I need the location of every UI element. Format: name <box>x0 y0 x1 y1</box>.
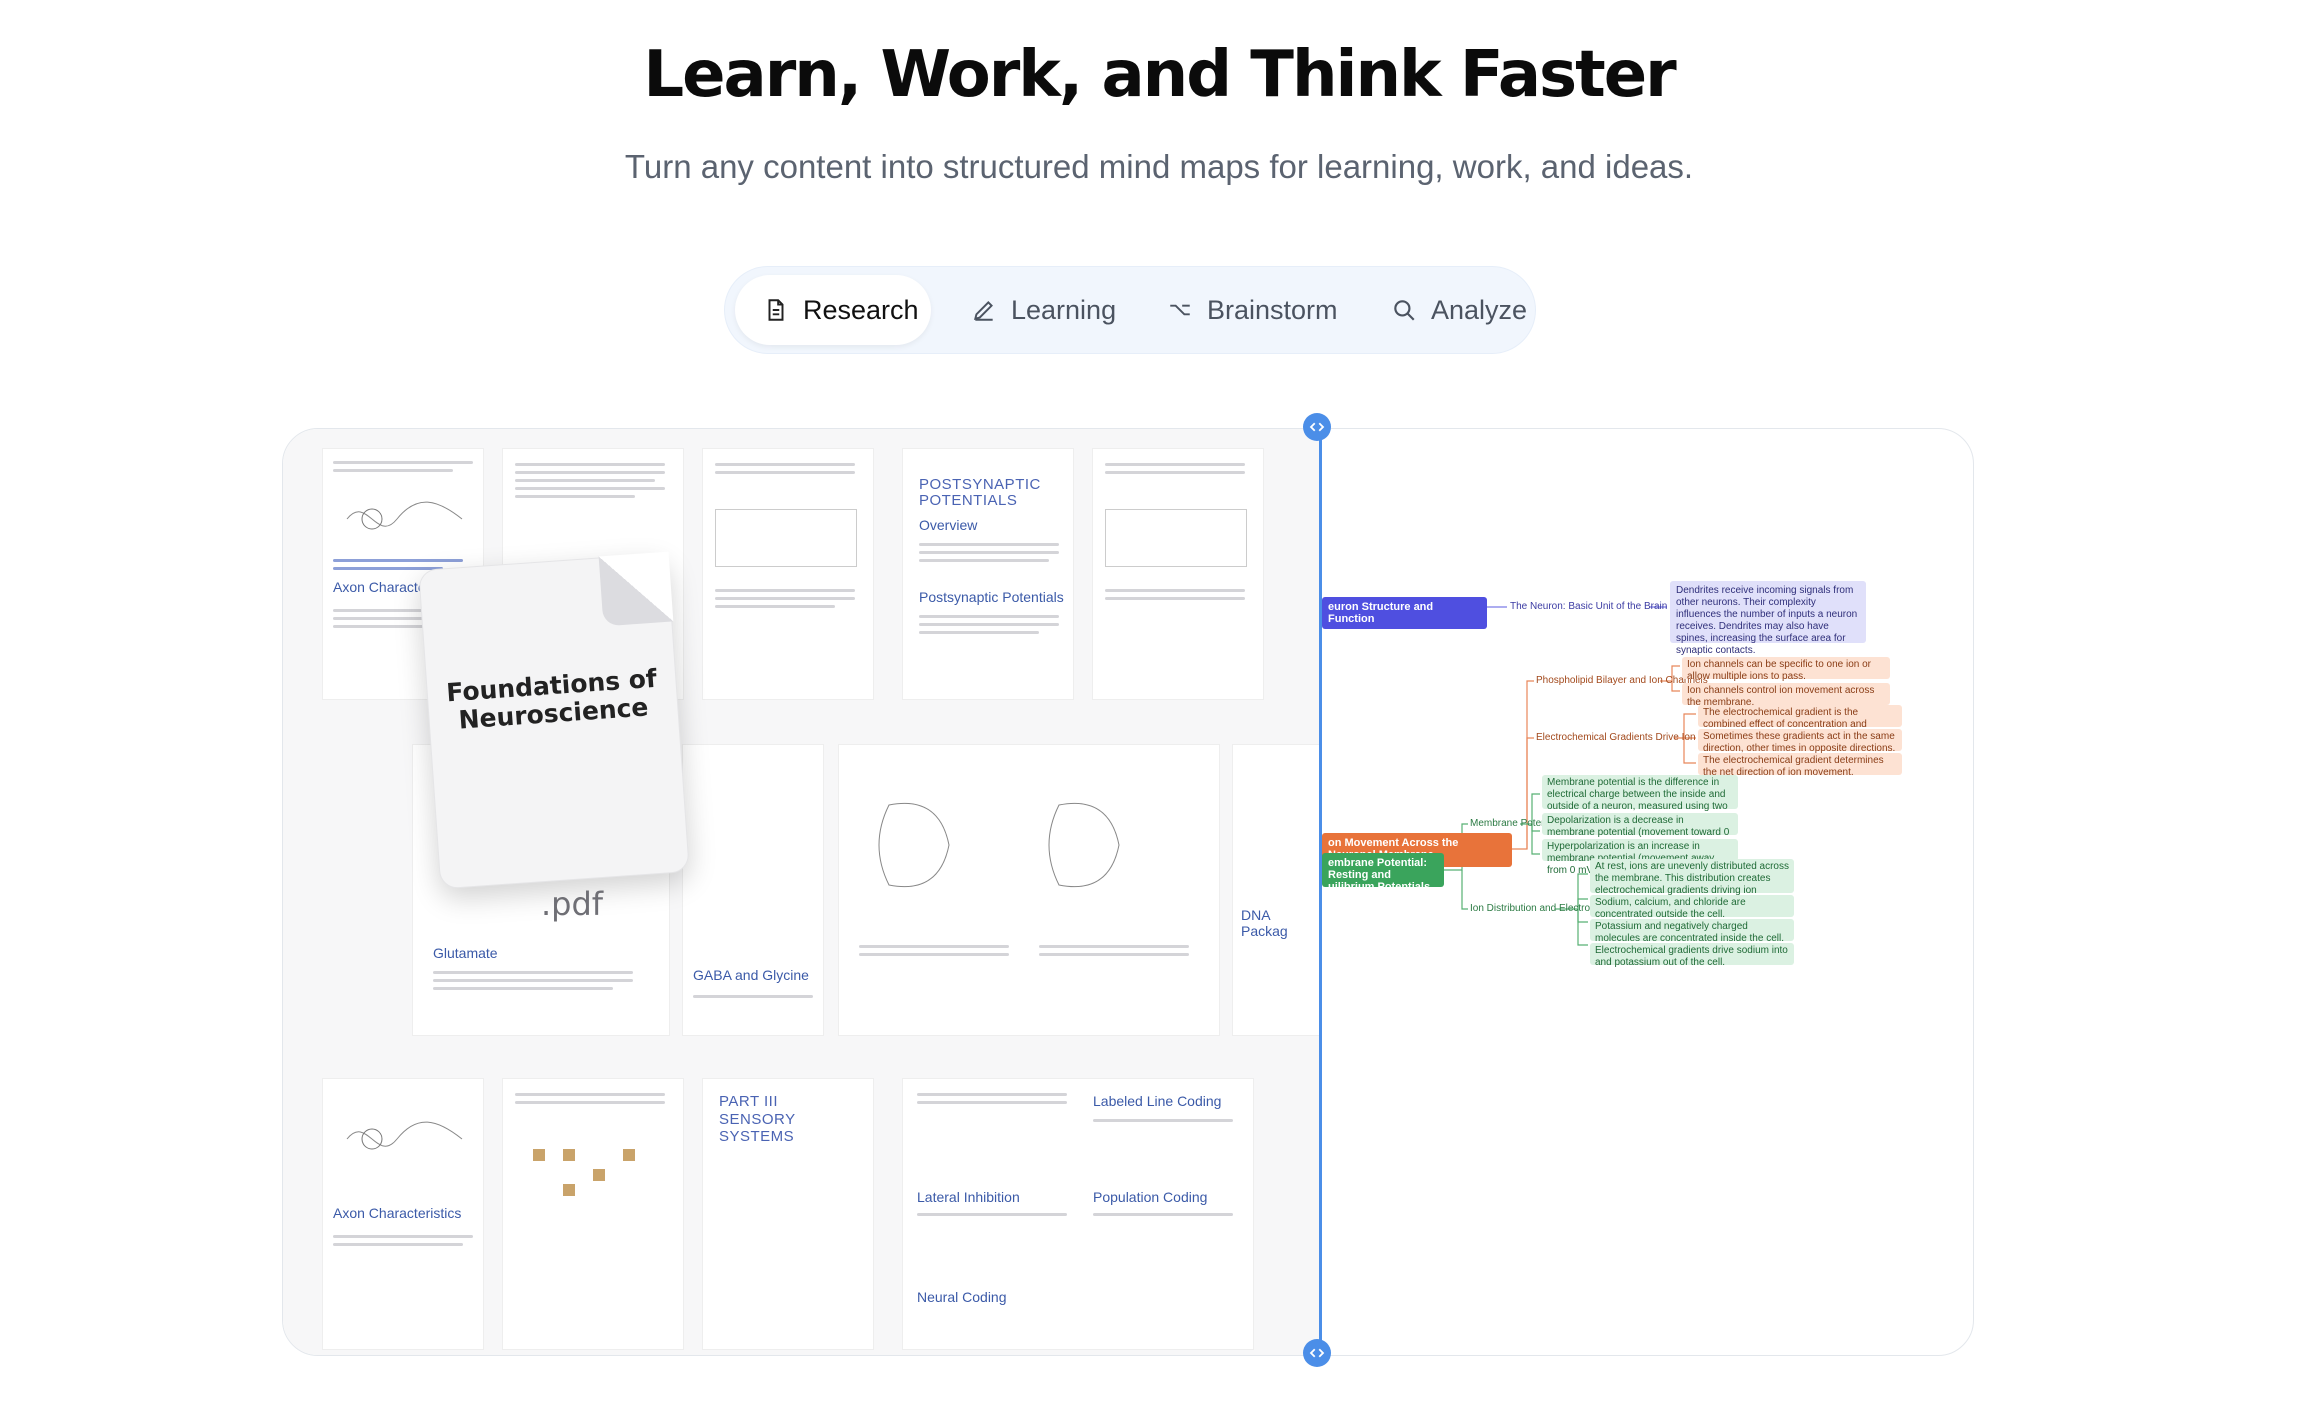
tab-learning-label: Learning <box>1011 294 1117 325</box>
mind-map-connectors <box>1444 606 1696 946</box>
comparison-preview: Axon Characteristics POSTSYNAPTIC POTENT… <box>282 428 1974 1356</box>
page-heading: PART III <box>719 1093 779 1110</box>
document-page: GABA and Glycine <box>683 745 823 1035</box>
mindmap-leaf-node[interactable]: The electrochemical gradient determines … <box>1698 753 1902 778</box>
mindmap-leaf-node[interactable]: Depolarization is a decrease in membrane… <box>1542 813 1738 850</box>
tab-analyze-label: Analyze <box>1431 294 1528 325</box>
page-heading: Overview <box>919 517 978 533</box>
neuron-illustration-icon <box>346 501 463 530</box>
search-icon <box>1394 300 1415 321</box>
document-page: PART III SENSORY SYSTEMS <box>703 1079 873 1349</box>
pdf-document-card[interactable]: Foundations of Neuroscience <box>418 551 690 890</box>
comparison-divider[interactable] <box>1319 429 1322 1355</box>
document-page <box>503 1079 683 1349</box>
document-page: DNA Packag <box>1233 745 1319 1035</box>
mindmap-leaf-node[interactable]: Sometimes these gradients act in the sam… <box>1698 729 1902 754</box>
document-page <box>839 745 1219 1035</box>
mindmap-leaf-node[interactable]: Ion channels control ion movement across… <box>1682 683 1890 708</box>
mindmap-child-node[interactable]: The Neuron: Basic Unit of the Brain <box>1510 601 1668 612</box>
mindmap-leaf-node[interactable]: Hyperpolarization is an increase in memb… <box>1542 839 1738 876</box>
mindmap-root-node[interactable]: euron Structure and Function <box>1322 597 1487 629</box>
hero-title: Learn, Work, and Think Faster <box>643 38 1676 112</box>
neuron-illustration-icon <box>346 1121 463 1150</box>
use-case-tabs: Research Learning Brainstorm Analyze <box>724 266 1536 354</box>
document-page <box>703 449 873 699</box>
mindmap-leaf-node[interactable]: Dendrites receive incoming signals from … <box>1670 581 1866 656</box>
tab-brainstorm[interactable]: Brainstorm <box>1141 275 1361 345</box>
document-page: POSTSYNAPTIC POTENTIALS Overview Postsyn… <box>903 449 1073 699</box>
mindmap-root-node[interactable]: embrane Potential: Resting and uilibrium… <box>1322 853 1444 893</box>
page-heading: Lateral Inhibition <box>917 1189 1020 1205</box>
mindmap-child-node[interactable]: Ion Distribution and Electrochemical Gra… <box>1470 903 1676 914</box>
mindmap-leaf-node[interactable]: Membrane potential is the difference in … <box>1542 775 1738 824</box>
page-heading: Population Coding <box>1093 1189 1208 1205</box>
page-fold-icon <box>598 551 674 627</box>
tab-learning[interactable]: Learning <box>943 275 1139 345</box>
mind-map-view: euron Structure and Function The Neuron:… <box>1322 429 1973 1355</box>
circuit-diagram-icon <box>533 1149 635 1196</box>
page-heading: Labeled Line Coding <box>1093 1093 1222 1109</box>
document-pages-view: Axon Characteristics POSTSYNAPTIC POTENT… <box>283 429 1319 1355</box>
document-icon <box>768 299 784 321</box>
pen-icon <box>973 301 993 321</box>
page-heading: Postsynaptic Potentials <box>919 589 1064 605</box>
page-heading: Neural Coding <box>917 1289 1007 1305</box>
drag-arrows-icon <box>1309 422 1325 432</box>
mindmap-leaf-node[interactable]: At rest, ions are unevenly distributed a… <box>1590 859 1794 908</box>
page-heading: DNA Packag <box>1241 907 1288 939</box>
file-type-label: .pdf <box>541 885 604 923</box>
tab-analyze[interactable]: Analyze <box>1365 275 1529 345</box>
tab-research-label: Research <box>803 294 919 325</box>
hero-subtitle: Turn any content into structured mind ma… <box>624 148 1694 185</box>
command-icon <box>1170 304 1190 316</box>
page-heading: GABA and Glycine <box>693 967 809 983</box>
document-page: Labeled Line Coding Lateral Inhibition P… <box>903 1079 1253 1349</box>
mindmap-child-node[interactable]: Electrochemical Gradients Drive Ion Move… <box>1536 732 1745 743</box>
page-heading: POSTSYNAPTIC POTENTIALS <box>919 476 1041 509</box>
page-heading: Axon Characteristics <box>333 1205 462 1221</box>
mindmap-child-node[interactable]: Phospholipid Bilayer and Ion Channels <box>1536 675 1708 686</box>
document-page <box>1093 449 1263 699</box>
document-title: Foundations of Neuroscience <box>445 663 658 735</box>
tab-research[interactable]: Research <box>735 275 931 345</box>
divider-drag-handle[interactable] <box>1303 413 1331 441</box>
mindmap-leaf-node[interactable]: The electrochemical gradient is the comb… <box>1698 705 1902 742</box>
mindmap-leaf-node[interactable]: Ion channels can be specific to one ion … <box>1682 657 1890 682</box>
mindmap-leaf-node[interactable]: Potassium and negatively charged molecul… <box>1590 919 1794 944</box>
cell-diagram-icon <box>878 802 1120 888</box>
drag-arrows-icon <box>1309 1348 1325 1358</box>
page-heading: Glutamate <box>433 945 498 961</box>
mindmap-leaf-node[interactable]: Sodium, calcium, and chloride are concen… <box>1590 895 1794 920</box>
document-page: Axon Characteristics <box>323 1079 483 1349</box>
divider-drag-handle[interactable] <box>1303 1339 1331 1367</box>
tab-brainstorm-label: Brainstorm <box>1207 294 1338 325</box>
mindmap-leaf-node[interactable]: Electrochemical gradients drive sodium i… <box>1590 943 1794 968</box>
page-heading: SENSORY SYSTEMS <box>719 1111 796 1145</box>
